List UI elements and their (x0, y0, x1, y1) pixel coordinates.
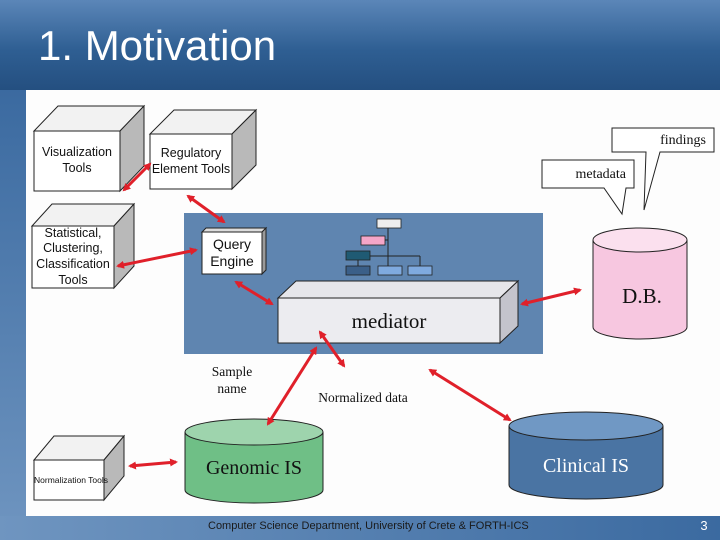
slide-title: 1. Motivation (38, 22, 277, 69)
arrow-visualization-regulatory (122, 162, 152, 192)
normalization-tools-label: Normalization Tools (34, 474, 109, 485)
sample-name-label: Sample name (211, 364, 253, 396)
clinical-is-cylinder[interactable] (508, 411, 664, 500)
arrow-mediator-clinical (428, 368, 512, 422)
findings-label: findings (660, 133, 706, 149)
arrow-statistical-query (116, 247, 198, 269)
mediator-label: mediator (351, 309, 427, 334)
query-engine-box[interactable] (200, 226, 268, 276)
left-band (0, 90, 26, 540)
visualization-tools-label: Visualization Tools (42, 145, 112, 175)
db-label: D.B. (622, 283, 662, 308)
regulatory-tools-label: Regulatory Element Tools (151, 145, 231, 176)
arrow-mediator-db (520, 287, 582, 307)
visualization-tools-box[interactable] (32, 104, 146, 193)
metadata-callout (541, 159, 635, 216)
query-engine-label: Query Engine (210, 235, 254, 270)
mediator-box[interactable] (276, 279, 520, 345)
bottom-band (0, 516, 720, 540)
footer-text: Computer Science Department, University … (208, 520, 529, 532)
metadata-label: metadata (575, 167, 626, 183)
genomic-is-label: Genomic IS (205, 456, 303, 479)
connector-arrows (116, 162, 582, 470)
arrow-query-mediator (234, 280, 274, 306)
arrow-mediator-genomic (266, 346, 318, 426)
arrow-regulatory-query (186, 194, 226, 224)
schema-tree (345, 218, 433, 276)
title-bar (0, 0, 720, 90)
page-number: 3 (700, 518, 708, 533)
regulatory-tools-box[interactable] (148, 108, 258, 191)
normalized-data-label: Normalized data (318, 389, 408, 405)
findings-callout (611, 127, 715, 211)
db-cylinder[interactable] (592, 227, 688, 340)
arrow-normalization-genomic (128, 458, 178, 470)
normalization-tools-box[interactable] (32, 434, 126, 502)
statistical-tools-box[interactable] (30, 202, 136, 290)
arrow-mediator-genomic-2 (318, 330, 346, 368)
clinical-is-label: Clinical IS (542, 454, 630, 477)
statistical-tools-label: Statistical, Clustering, Classification … (36, 225, 110, 287)
